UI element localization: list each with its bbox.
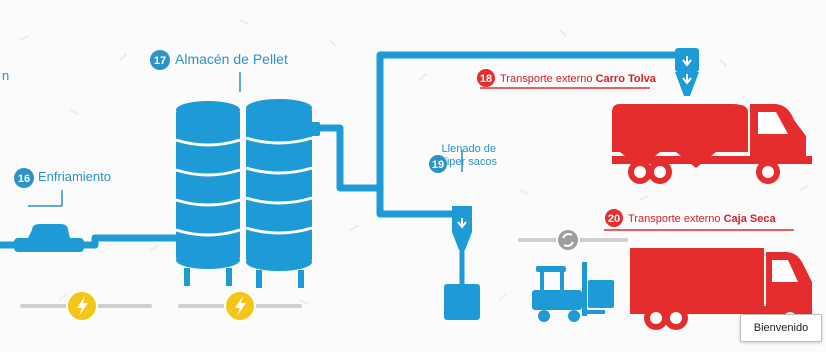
stage-19-title-line1: Llenado de <box>442 143 496 155</box>
svg-text:19: 19 <box>432 159 444 171</box>
silo-left <box>175 101 241 286</box>
down-arrow-icon <box>457 218 467 229</box>
stage-19-label: Llenado de súper sacos 19 <box>429 143 497 173</box>
pellet-silos <box>175 72 320 288</box>
down-arrow-icon <box>682 56 692 67</box>
svg-text:17: 17 <box>154 55 166 67</box>
forklift <box>532 262 614 322</box>
lightning-bolt-icon <box>224 290 256 322</box>
svg-text:20: 20 <box>608 213 620 225</box>
stage-16-badge <box>14 168 34 188</box>
recycle-icon <box>556 228 580 252</box>
transfer-rail <box>518 228 628 252</box>
stage-20-title: Transporte externo Caja Seca <box>628 213 776 225</box>
partial-edge-label: n <box>2 68 9 83</box>
stage-19-title-line2: súper sacos <box>438 156 498 168</box>
stage-18-title: Transporte externo Carro Tolva <box>500 73 657 85</box>
stage-16-title: Enfriamiento <box>38 169 111 184</box>
stage-19-badge <box>429 155 447 173</box>
forklift-load-box <box>588 280 614 308</box>
stage-18-badge <box>477 69 495 87</box>
svg-text:18: 18 <box>480 73 492 85</box>
stage-17-badge <box>150 50 170 70</box>
pipe-silo-outlet <box>318 124 380 192</box>
stage-20-badge <box>605 209 623 227</box>
pipe-cooler-to-silo <box>82 234 176 249</box>
svg-text:16: 16 <box>18 173 30 185</box>
box-truck <box>604 229 812 330</box>
silo-right <box>245 99 320 288</box>
cooler-unit <box>14 190 84 252</box>
stage-16-label: 16 Enfriamiento <box>14 168 111 188</box>
welcome-button[interactable]: Bienvenido <box>740 314 822 342</box>
stage-20-label: 20 Transporte externo Caja Seca <box>605 209 776 227</box>
hopper-truck <box>480 48 812 184</box>
super-sack-bag <box>444 284 480 320</box>
lightning-bolt-icon <box>66 290 98 322</box>
stage-18-label: 18 Transporte externo Carro Tolva <box>477 69 657 87</box>
stage-17-label: 17 Almacén de Pellet <box>150 50 288 70</box>
pipe-to-super-sack <box>376 188 452 218</box>
background-pattern <box>19 19 809 305</box>
power-rail <box>20 290 302 322</box>
stage-17-title: Almacén de Pellet <box>175 51 288 67</box>
super-sack-filler <box>444 150 480 320</box>
